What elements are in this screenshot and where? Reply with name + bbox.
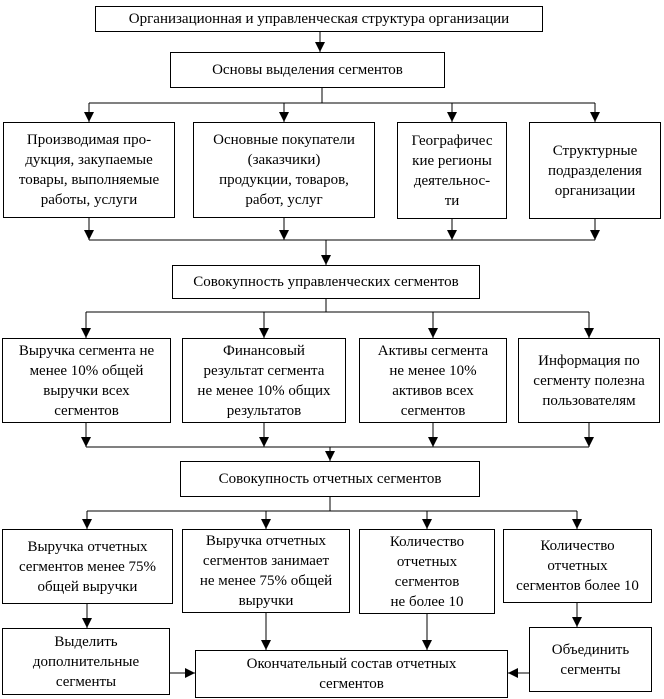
- node-geography: Географичес кие регионы деятельнос- ти: [397, 122, 507, 219]
- arrows-management-to-thresholds: [81, 299, 594, 338]
- node-products: Производимая про- дукция, закупаемые тов…: [3, 122, 175, 218]
- node-revenue-at-least-75: Выручка отчетных сегментов занимает не м…: [182, 529, 350, 613]
- arrows-criteria-to-management: [84, 218, 600, 265]
- node-segment-basis: Основы выделения сегментов: [170, 52, 445, 88]
- arrows-thresholds-to-reportable: [81, 423, 594, 461]
- arrows-bottom: [82, 603, 582, 678]
- node-management-segments: Совокупность управленческих сегментов: [172, 265, 480, 299]
- node-finresult-10: Финансовый результат сегмента не менее 1…: [182, 338, 346, 423]
- node-merge-segments: Объединить сегменты: [529, 627, 652, 692]
- node-add-segments: Выделить дополнительные сегменты: [2, 628, 170, 695]
- node-count-max-10: Количество отчетных сегментов не более 1…: [359, 529, 495, 614]
- node-final-composition: Окончательный состав отчетных сегментов: [195, 650, 508, 698]
- node-customers: Основные покупатели (заказчики) продукци…: [193, 122, 375, 218]
- node-count-over-10: Количество отчетных сегментов более 10: [503, 529, 652, 603]
- node-useful-info: Информация по сегменту полезна пользоват…: [518, 338, 660, 423]
- node-org-structure: Организационная и управленческая структу…: [95, 6, 543, 32]
- arrows-basis-to-criteria: [84, 88, 600, 122]
- arrows-reportable-to-checks: [82, 497, 582, 529]
- node-reportable-segments: Совокупность отчетных сегментов: [180, 461, 480, 497]
- node-revenue-10: Выручка сегмента не менее 10% общей выру…: [2, 338, 171, 423]
- node-revenue-less-75: Выручка отчетных сегментов менее 75% общ…: [2, 529, 173, 604]
- node-divisions: Структурные подразделения организации: [529, 122, 661, 219]
- node-assets-10: Активы сегмента не менее 10% активов все…: [359, 338, 507, 423]
